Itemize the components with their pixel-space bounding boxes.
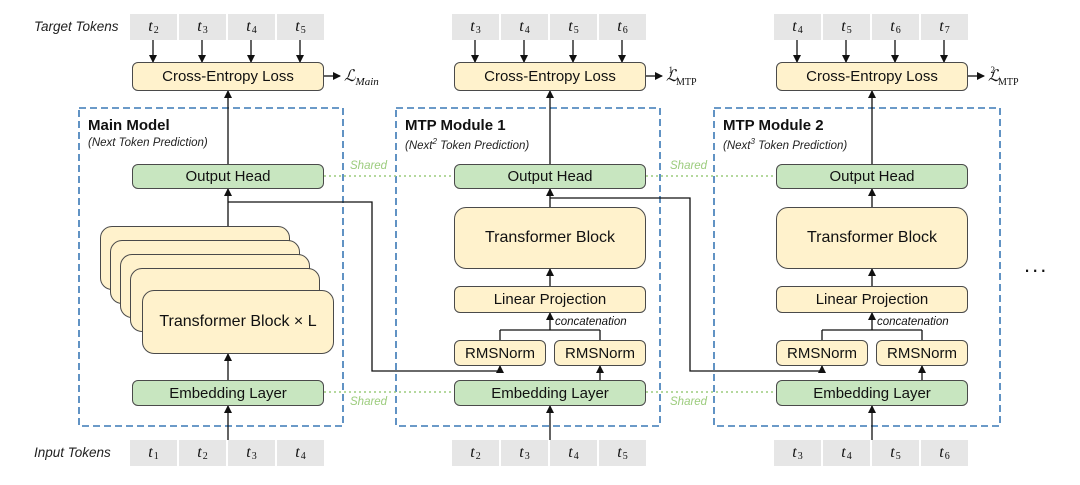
cross-entropy-loss-mtp1: Cross-Entropy Loss bbox=[454, 62, 646, 91]
loss-symbol-mtp1: ℒ1MTP bbox=[666, 65, 697, 88]
transformer-block-mtp2: Transformer Block bbox=[776, 207, 968, 269]
mtp-module-2-title: MTP Module 2 bbox=[723, 117, 824, 134]
loss-symbol-main: ℒMain bbox=[344, 68, 379, 88]
linear-projection-mtp2: Linear Projection bbox=[776, 286, 968, 313]
shared-label-embedding-2: Shared bbox=[670, 396, 708, 408]
mtp-module-1-title: MTP Module 1 bbox=[405, 117, 506, 134]
concatenation-label-mtp1: concatenation bbox=[555, 316, 627, 328]
mtp-module-1-subtitle: (Next2 Token Prediction) bbox=[405, 137, 530, 152]
ellipsis: ... bbox=[1024, 252, 1049, 277]
loss-symbol-mtp2: ℒ2MTP bbox=[988, 65, 1019, 88]
rmsnorm-right-mtp1: RMSNorm bbox=[554, 340, 646, 366]
mtp-module-2-frame bbox=[713, 107, 1001, 427]
shared-label-head-2: Shared bbox=[670, 160, 708, 172]
mtp-module-2-subtitle: (Next3 Token Prediction) bbox=[723, 137, 848, 152]
transformer-block-main: Transformer Block × L bbox=[142, 290, 334, 354]
output-head-main: Output Head bbox=[132, 164, 324, 189]
cross-entropy-loss-mtp2: Cross-Entropy Loss bbox=[776, 62, 968, 91]
input-tokens-label: Input Tokens bbox=[34, 445, 111, 460]
rmsnorm-left-mtp1: RMSNorm bbox=[454, 340, 546, 366]
shared-label-head-1: Shared bbox=[350, 160, 388, 172]
linear-projection-mtp1: Linear Projection bbox=[454, 286, 646, 313]
rmsnorm-left-mtp2: RMSNorm bbox=[776, 340, 868, 366]
main-model-frame bbox=[78, 107, 344, 427]
output-head-mtp1: Output Head bbox=[454, 164, 646, 189]
embedding-layer-main: Embedding Layer bbox=[132, 380, 324, 406]
shared-label-embedding-1: Shared bbox=[350, 396, 388, 408]
output-head-mtp2: Output Head bbox=[776, 164, 968, 189]
main-model-title: Main Model bbox=[88, 117, 170, 134]
embedding-layer-mtp2: Embedding Layer bbox=[776, 380, 968, 406]
target-tokens-label: Target Tokens bbox=[34, 19, 119, 34]
transformer-block-mtp1: Transformer Block bbox=[454, 207, 646, 269]
cross-entropy-loss-main: Cross-Entropy Loss bbox=[132, 62, 324, 91]
embedding-layer-mtp1: Embedding Layer bbox=[454, 380, 646, 406]
main-model-subtitle: (Next Token Prediction) bbox=[88, 137, 208, 149]
mtp-module-1-frame bbox=[395, 107, 661, 427]
concatenation-label-mtp2: concatenation bbox=[877, 316, 949, 328]
rmsnorm-right-mtp2: RMSNorm bbox=[876, 340, 968, 366]
